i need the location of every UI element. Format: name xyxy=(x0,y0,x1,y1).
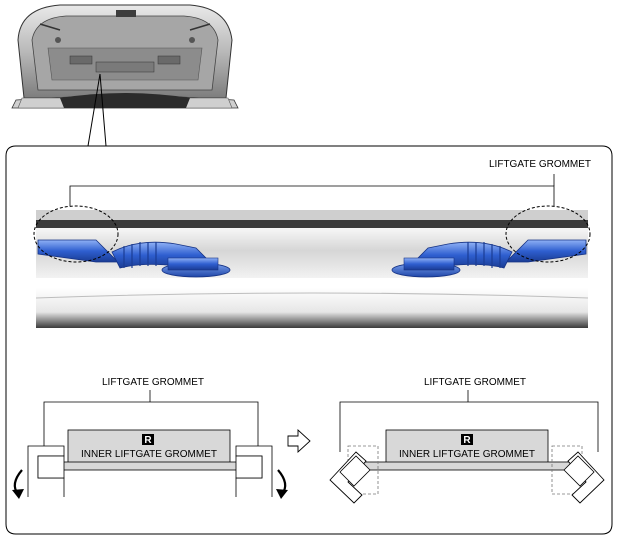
car-liftgate-overview xyxy=(11,4,239,147)
r-badge-label: R xyxy=(144,435,152,446)
detail-before: LIFTGATE GROMMET R INNER LIFTGATE GROMME… xyxy=(12,377,288,499)
detail-after: LIFTGATE GROMMET R INNER LIFTGATE GROMME… xyxy=(329,377,605,504)
detail-before-title: LIFTGATE GROMMET xyxy=(102,377,204,388)
right-hose xyxy=(391,239,587,278)
inner-grommet-label-after: INNER LIFTGATE GROMMET xyxy=(399,449,535,460)
r-badge-after-label: R xyxy=(463,435,471,446)
r-badge xyxy=(142,434,154,445)
left-hose xyxy=(37,239,231,278)
r-badge-after xyxy=(461,434,473,445)
photo-callout: LIFTGATE GROMMET xyxy=(69,159,591,206)
grommet-highlight-left xyxy=(33,205,119,263)
inner-grommet-label: INNER LIFTGATE GROMMET xyxy=(81,449,217,460)
liftgate-photo xyxy=(33,202,591,328)
grommet-highlight-right xyxy=(505,205,591,263)
detail-after-title: LIFTGATE GROMMET xyxy=(424,377,526,388)
direction-arrow-icon xyxy=(287,428,311,454)
detail-frame xyxy=(5,145,613,535)
photo-callout-label: LIFTGATE GROMMET xyxy=(489,159,591,170)
